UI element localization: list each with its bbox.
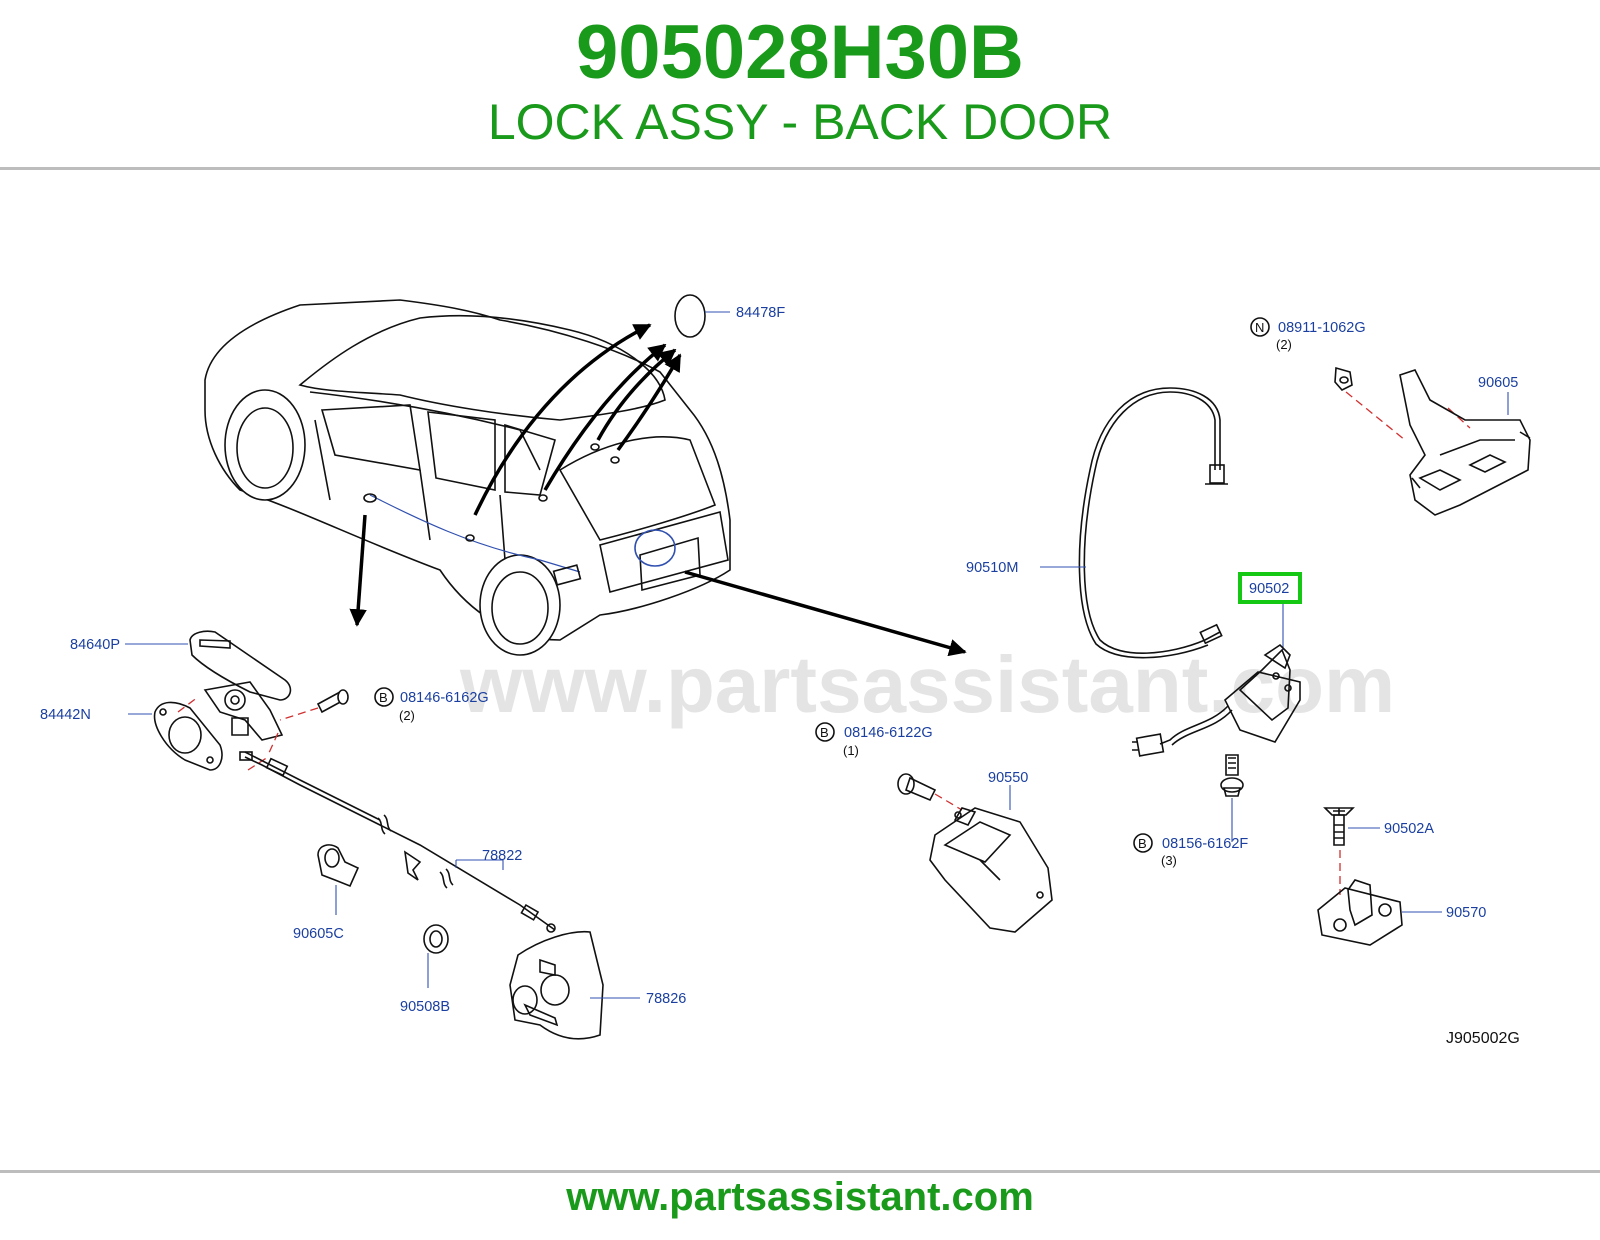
fastener-type-b-3: B <box>1138 836 1147 851</box>
label-90570[interactable]: 90570 <box>1446 905 1486 921</box>
label-78822[interactable]: 78822 <box>482 848 522 864</box>
label-90605[interactable]: 90605 <box>1478 375 1518 391</box>
label-90502[interactable]: 90502 <box>1249 581 1289 597</box>
label-90605C[interactable]: 90605C <box>293 926 344 942</box>
fastener-type-b-2: B <box>820 725 829 740</box>
label-84640P[interactable]: 84640P <box>70 637 120 653</box>
vehicle-illustration <box>204 299 731 656</box>
part-90605C-clip[interactable]: 90605C <box>293 844 360 942</box>
highlight-box-90502 <box>1238 572 1302 604</box>
label-90510M[interactable]: 90510M <box>966 560 1018 576</box>
qty-08911-1062G: (2) <box>1276 337 1292 352</box>
qty-08146-6162G: (2) <box>399 708 415 723</box>
part-84640P-handle[interactable]: 84640P <box>70 630 292 701</box>
part-name-subtitle: LOCK ASSY - BACK DOOR <box>487 94 1113 150</box>
label-78826[interactable]: 78826 <box>646 991 686 1007</box>
part-78826-bracket[interactable]: 78826 <box>509 930 686 1040</box>
part-90508B-grommet[interactable]: 90508B <box>400 924 450 1015</box>
part-08911-1062G-nut[interactable]: N 08911-1062G (2) <box>1250 317 1471 441</box>
part-08156-6162F-bolt[interactable]: B 08156-6162F (3) <box>1133 754 1248 868</box>
qty-08156-6162F: (3) <box>1161 853 1177 868</box>
footer-url-link[interactable]: www.partsassistant.com <box>566 1175 1034 1219</box>
page-header: 905028H30B LOCK ASSY - BACK DOOR <box>0 0 1600 168</box>
part-84442N-escutcheon[interactable]: 84442N <box>40 701 223 771</box>
part-90570-striker[interactable]: 90570 <box>1317 879 1486 946</box>
header-divider <box>0 167 1600 170</box>
part-78822-rod[interactable]: 78822 <box>239 751 556 933</box>
part-90510M-cable[interactable]: 90510M <box>966 387 1228 659</box>
part-08146-6162G-bolt[interactable]: B 08146-6162G (2) <box>279 687 489 723</box>
diagram-code: J905002G <box>1446 1030 1520 1047</box>
label-90502A[interactable]: 90502A <box>1384 821 1434 837</box>
fastener-type-n: N <box>1255 320 1264 335</box>
part-90550-actuator[interactable]: 90550 <box>929 770 1053 933</box>
fastener-type-b-1: B <box>379 690 388 705</box>
label-90550[interactable]: 90550 <box>988 770 1028 786</box>
label-08156-6162F[interactable]: 08156-6162F <box>1162 836 1248 852</box>
part-lock-lever <box>203 681 284 741</box>
part-90605-handle[interactable]: 90605 <box>1399 369 1531 516</box>
part-number-title: 905028H30B <box>576 10 1024 95</box>
label-08146-6162G[interactable]: 08146-6162G <box>400 690 489 706</box>
qty-08146-6122G: (1) <box>843 743 859 758</box>
watermark: www.partsassistant.com <box>459 640 1395 729</box>
label-84442N[interactable]: 84442N <box>40 707 91 723</box>
part-08146-6122G-bolt[interactable]: B 08146-6122G (1) <box>815 722 963 811</box>
label-08911-1062G[interactable]: 08911-1062G <box>1278 320 1366 336</box>
label-08146-6122G[interactable]: 08146-6122G <box>844 725 933 741</box>
label-84478F[interactable]: 84478F <box>736 305 785 321</box>
part-90502A-screw[interactable]: 90502A <box>1323 807 1434 895</box>
callout-arrows <box>349 323 967 657</box>
footer-divider <box>0 1170 1600 1173</box>
part-84478F-plug[interactable]: 84478F <box>674 294 785 338</box>
label-90508B[interactable]: 90508B <box>400 999 450 1015</box>
part-90502-lock-assy[interactable]: 90502 <box>1132 572 1302 757</box>
